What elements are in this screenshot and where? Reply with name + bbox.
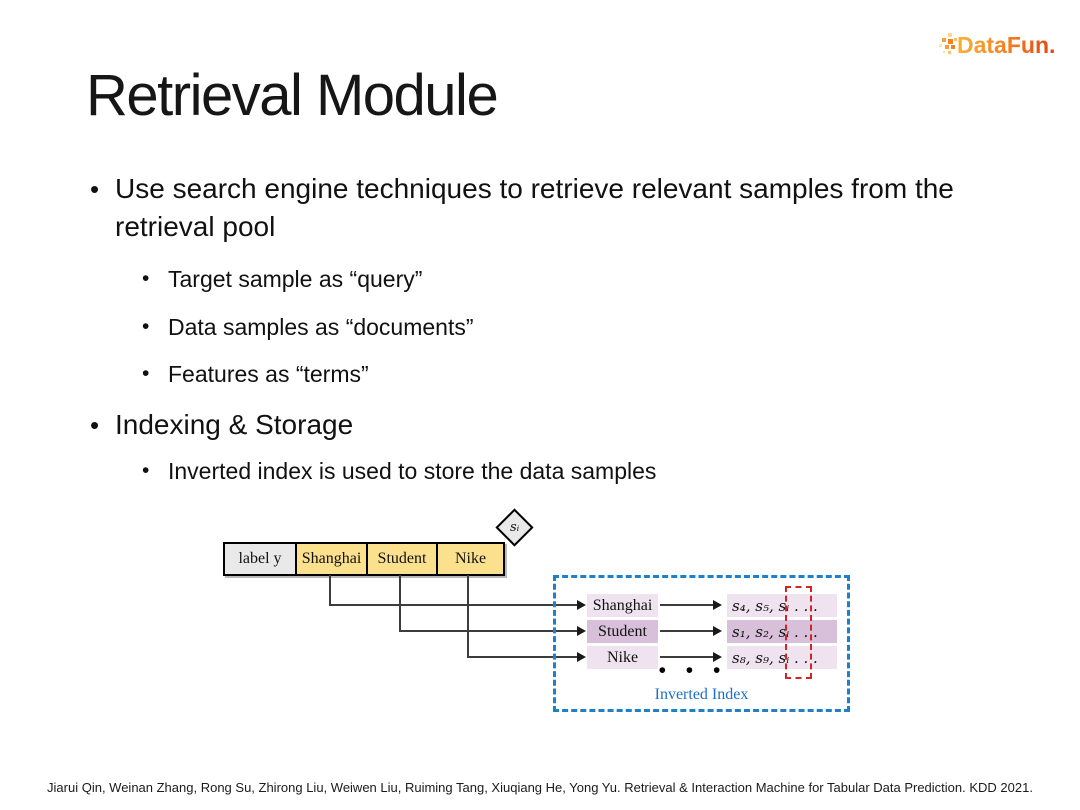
postings-student: s₁, s₂, sᵢ . . . [727,620,837,643]
posting-arrowhead-student-icon [713,626,722,636]
bullet-target-sample: Target sample as “query” [88,264,973,294]
sample-id-diamond: sᵢ [495,508,534,547]
cell-nike: Nike [436,544,503,574]
index-ellipsis: • • • [658,659,728,682]
arrowhead-student-icon [577,626,586,636]
arrowhead-nike-icon [577,652,586,662]
posting-line-nike [660,656,713,658]
citation-footer: Jiarui Qin, Weinan Zhang, Rong Su, Zhiro… [47,780,1033,795]
bullet-data-samples: Data samples as “documents” [88,312,973,342]
logo-text: DataFun. [957,32,1055,58]
sample-highlight-bracket [785,586,812,679]
cell-label-y: label y [225,544,295,574]
logo-dots-icon [939,33,957,54]
postings-shanghai: s₄, s₅, sᵢ . . . [727,594,837,617]
cell-shanghai: Shanghai [295,544,366,574]
posting-arrowhead-nike-icon [713,652,722,662]
bullet-use-search-engine: Use search engine techniques to retrieve… [88,170,973,246]
connector-shanghai-vertical [329,575,331,606]
postings-nike: s₈, s₉, sᵢ . . . [727,646,837,669]
inverted-index-caption: Inverted Index [654,686,749,703]
connector-nike-horizontal [467,656,578,658]
inverted-index-box [553,575,850,712]
connector-shanghai-horizontal [329,604,578,606]
connector-nike-vertical [467,575,469,658]
page-title: Retrieval Module [86,63,499,128]
connector-student-vertical [399,575,401,632]
datafun-logo-icon: DataFun. [939,32,1055,58]
bullet-indexing-storage: Indexing & Storage [88,406,973,444]
sample-feature-row: label y Shanghai Student Nike [223,542,505,576]
sample-id-label: sᵢ [509,519,520,535]
cell-student: Student [366,544,436,574]
arrowhead-shanghai-icon [577,600,586,610]
posting-arrowhead-shanghai-icon [713,600,722,610]
index-key-nike: Nike [587,646,658,669]
bullet-list: Use search engine techniques to retrieve… [88,162,973,486]
datafun-logo: DataFun. [938,26,1070,64]
posting-line-student [660,630,713,632]
connector-student-horizontal [399,630,578,632]
bullet-features: Features as “terms” [88,359,973,389]
bullet-inverted-index: Inverted index is used to store the data… [88,456,973,486]
index-key-student: Student [587,620,658,643]
index-key-shanghai: Shanghai [587,594,658,617]
posting-line-shanghai [660,604,713,606]
